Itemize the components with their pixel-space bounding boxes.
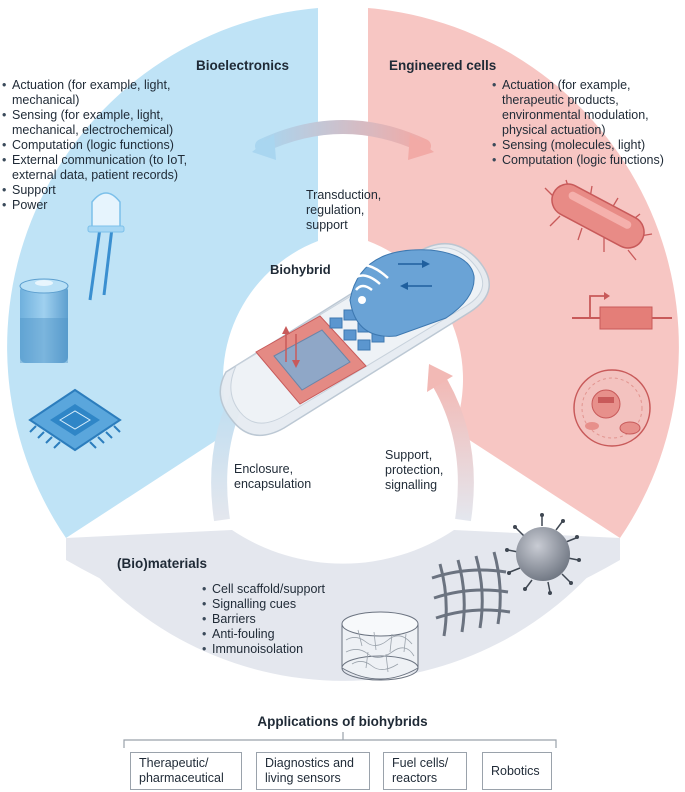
application-diagnostics: Diagnostics and living sensors bbox=[256, 752, 370, 790]
bioelectronics-title: Bioelectronics bbox=[196, 58, 290, 73]
engineered-cells-item: Computation (logic functions) bbox=[492, 153, 684, 168]
bioelectronics-item: External communication (to IoT, external… bbox=[2, 153, 214, 183]
transduction-label: Transduction, regulation, support bbox=[306, 188, 382, 232]
gene-circuit-icon bbox=[572, 292, 672, 330]
biomaterials-item: Barriers bbox=[202, 612, 362, 627]
application-robotics: Robotics bbox=[482, 752, 552, 790]
bacterium-icon bbox=[544, 179, 653, 261]
particle-icon bbox=[505, 513, 581, 595]
engineered-cells-list: Actuation (for example, therapeutic prod… bbox=[492, 78, 684, 168]
mesh-icon bbox=[431, 551, 511, 637]
biomaterials-item: Signalling cues bbox=[202, 597, 362, 612]
biomaterials-item: Immunoisolation bbox=[202, 642, 362, 657]
microchip-icon bbox=[28, 388, 122, 452]
cell-icon bbox=[573, 369, 651, 447]
transduction-arrow bbox=[252, 120, 434, 160]
applications-title: Applications of biohybrids bbox=[257, 714, 428, 729]
biomaterials-item: Cell scaffold/support bbox=[202, 582, 362, 597]
battery-icon bbox=[19, 278, 69, 363]
engineered-cells-title: Engineered cells bbox=[389, 58, 497, 73]
bioelectronics-item: Support bbox=[2, 183, 214, 198]
support-label: Support, protection, signalling bbox=[385, 448, 444, 492]
biomaterials-list: Cell scaffold/support Signalling cues Ba… bbox=[202, 582, 362, 657]
biomaterials-item: Anti-fouling bbox=[202, 627, 362, 642]
support-arrow bbox=[427, 364, 474, 522]
engineered-cells-item: Sensing (molecules, light) bbox=[492, 138, 684, 153]
application-fuel-cells: Fuel cells/ reactors bbox=[383, 752, 467, 790]
bioelectronics-item: Computation (logic functions) bbox=[2, 138, 214, 153]
bioelectronics-item: Power bbox=[2, 198, 214, 213]
enclosure-label: Enclosure, encapsulation bbox=[234, 462, 312, 491]
biohybrid-device-icon bbox=[219, 242, 491, 437]
engineered-cells-item: Actuation (for example, therapeutic prod… bbox=[492, 78, 684, 138]
application-therapeutic: Therapeutic/ pharmaceutical bbox=[130, 752, 242, 790]
biomaterials-title: (Bio)materials bbox=[117, 556, 208, 571]
biohybrid-title: Biohybrid bbox=[270, 262, 331, 277]
bioelectronics-item: Sensing (for example, light, mechanical,… bbox=[2, 108, 214, 138]
bioelectronics-list: Actuation (for example, light, mechanica… bbox=[2, 78, 214, 213]
applications-bracket bbox=[123, 732, 557, 748]
bioelectronics-item: Actuation (for example, light, mechanica… bbox=[2, 78, 214, 108]
